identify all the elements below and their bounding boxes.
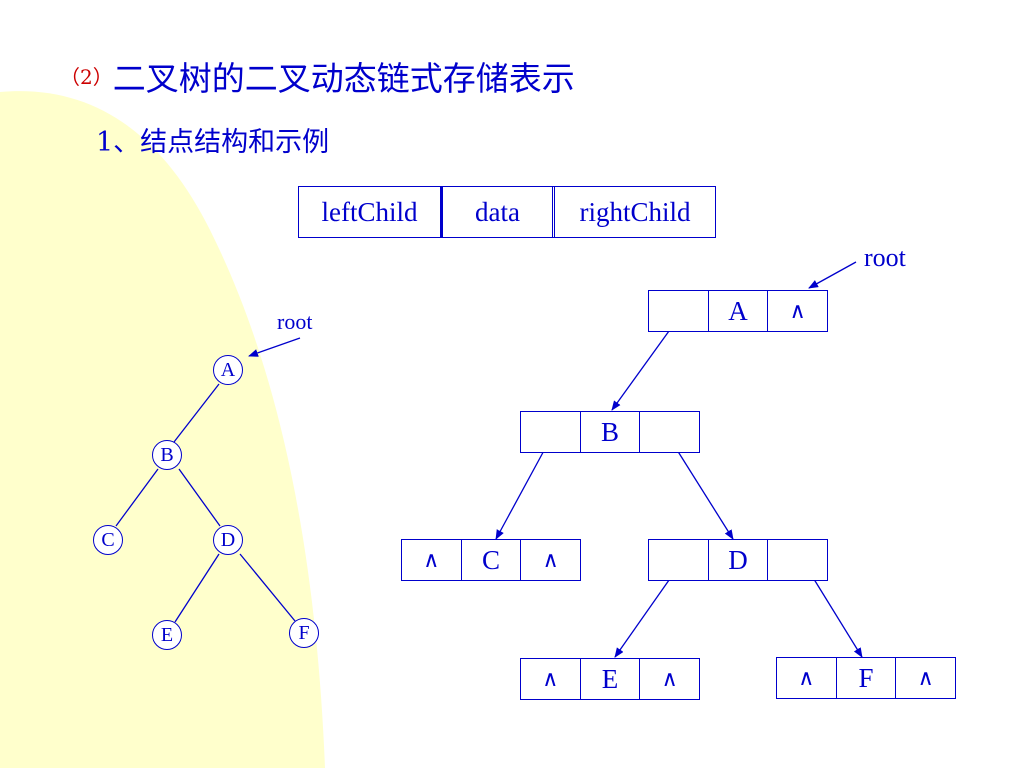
tree-node-c: C <box>93 525 123 555</box>
pointer-root-a <box>808 261 857 289</box>
node-b-right-pointer <box>640 412 699 452</box>
tree-edge-d-e <box>174 553 220 623</box>
tree-edge-d-f <box>239 553 296 622</box>
tree-node-a: A <box>213 355 243 385</box>
tree-node-b: B <box>152 440 182 470</box>
node-a-right-pointer: ∧ <box>789 298 806 324</box>
title-text: 二叉树的二叉动态链式存储表示 <box>112 59 575 98</box>
node-e-data: E <box>581 659 641 699</box>
tree-node-d: D <box>213 525 243 555</box>
node-e-right-pointer: ∧ <box>661 666 678 692</box>
tree-edge-b-c <box>115 468 159 527</box>
field-data: data <box>441 187 555 237</box>
page-title: （2）二叉树的二叉动态链式存储表示 <box>60 52 575 100</box>
tree-edge-b-d <box>178 468 221 527</box>
linked-node-d: D <box>648 539 828 581</box>
linked-node-c: ∧ C ∧ <box>401 539 581 581</box>
node-c-right-pointer: ∧ <box>542 547 559 573</box>
linked-node-a: A ∧ <box>648 290 828 332</box>
tree-root-label: root <box>277 309 313 334</box>
linked-node-e: ∧ E ∧ <box>520 658 700 700</box>
node-d-left-pointer <box>649 540 709 580</box>
tree-edge-a-b <box>173 383 220 443</box>
linked-node-b: B <box>520 411 700 453</box>
node-c-left-pointer: ∧ <box>402 540 462 580</box>
node-a-left-pointer <box>649 291 709 331</box>
node-b-left-pointer <box>521 412 581 452</box>
field-left-child: leftChild <box>299 187 441 237</box>
section-subtitle: 1、结点结构和示例 <box>96 127 330 158</box>
node-e-left-pointer: ∧ <box>521 659 581 699</box>
field-right-child: rightChild <box>579 196 691 227</box>
node-d-right-pointer <box>768 540 827 580</box>
tree-root-arrow <box>248 337 301 357</box>
node-f-right-pointer: ∧ <box>917 665 934 691</box>
node-structure-diagram: leftChild data rightChild <box>298 186 716 238</box>
node-d-data: D <box>709 540 769 580</box>
node-f-data: F <box>837 658 897 698</box>
linked-root-label: root <box>864 243 906 272</box>
node-a-data: A <box>709 291 769 331</box>
linked-node-f: ∧ F ∧ <box>776 657 956 699</box>
title-prefix: （2） <box>60 65 113 89</box>
tree-node-f: F <box>289 618 319 648</box>
node-b-data: B <box>581 412 641 452</box>
node-f-left-pointer: ∧ <box>777 658 837 698</box>
node-c-data: C <box>462 540 522 580</box>
tree-node-e: E <box>152 620 182 650</box>
